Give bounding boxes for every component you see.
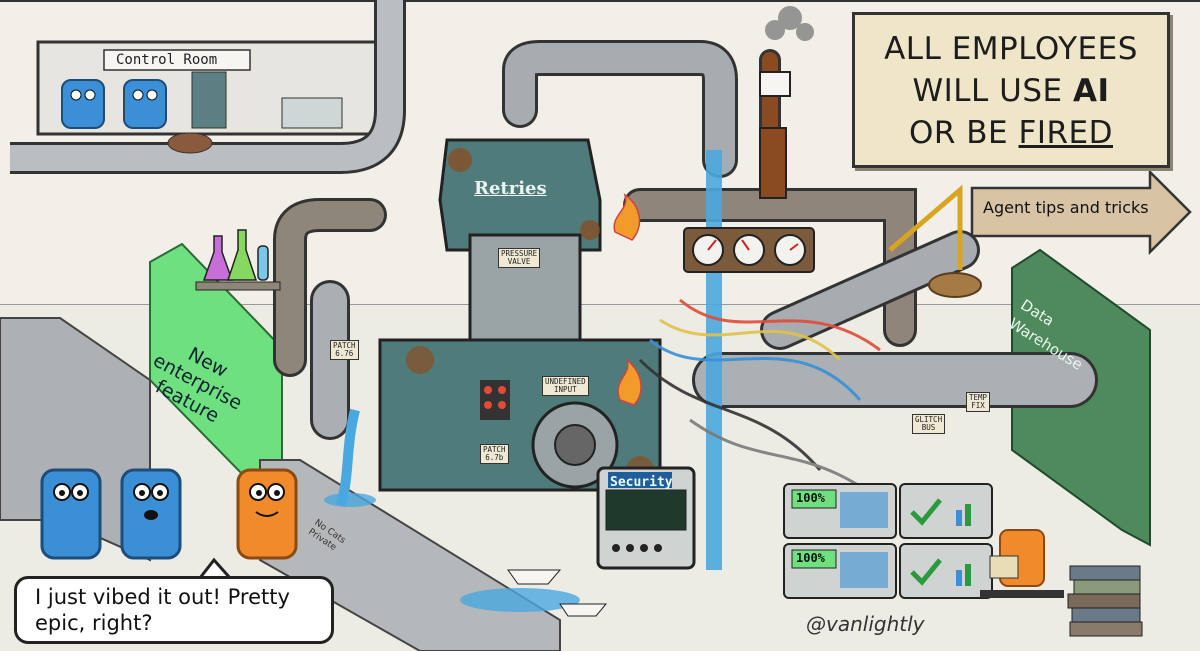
speech-line-2: epic, right? <box>35 611 153 635</box>
sign-line-1: ALL EMPLOYEES <box>884 31 1138 67</box>
characters-group <box>40 468 298 560</box>
control-room-label: Control Room <box>116 52 218 68</box>
sign-line-3: OR BE FIRED <box>855 115 1167 151</box>
gauge-panel <box>683 227 815 273</box>
sign-line-3-text: OR BE <box>909 115 1009 151</box>
retries-label: Retries <box>474 178 547 199</box>
dashboard-percent-1: 100% <box>796 491 825 505</box>
pipes <box>273 39 1098 440</box>
patch-676-line-2: 6.76 <box>335 349 354 358</box>
glitch-bus-line-1: GLITCH <box>915 415 943 424</box>
undefined-input-line-1: UNDEFINED <box>545 377 586 386</box>
temp-fix-line-2: FIX <box>971 401 985 410</box>
agent-tips-label: Agent tips and tricks <box>983 198 1149 217</box>
dashboard-percent-2: 100% <box>796 551 825 565</box>
reading-character <box>980 529 1064 598</box>
patch-67b-line-2: 6.7b <box>485 453 504 462</box>
pressure-valve-line-2: VALVE <box>507 257 531 266</box>
patch-67b-line-1: PATCH <box>483 445 506 454</box>
patch-676-line-1: PATCH <box>333 341 356 350</box>
book-stack <box>1067 565 1143 637</box>
sign-fired-word: FIRED <box>1018 115 1113 151</box>
control-room-window <box>36 40 380 136</box>
pressure-valve-line-1: PRESSURE <box>501 249 538 258</box>
dashboards <box>783 483 993 599</box>
sign-line-2: WILL USE AI <box>855 73 1167 109</box>
speech-bubble: I just vibed it out! Pretty epic, right? <box>14 576 334 644</box>
security-label: Security <box>610 475 673 490</box>
artist-credit: @vanlightly <box>806 612 925 636</box>
sign-ai-word: AI <box>1072 73 1110 109</box>
lab-beakers <box>195 229 281 291</box>
agent-tips-arrow <box>970 168 1192 256</box>
glitch-bus-line-2: BUS <box>921 423 936 432</box>
temp-fix-line-1: TEMP <box>969 393 988 402</box>
security-terminal <box>596 466 696 570</box>
speech-line-1: I just vibed it out! Pretty <box>35 585 290 609</box>
mandate-sign: ALL EMPLOYEES WILL USE AI OR BE FIRED <box>852 12 1170 168</box>
sign-line-2-text: WILL USE <box>912 73 1063 109</box>
undefined-input-line-2: INPUT <box>554 385 577 394</box>
